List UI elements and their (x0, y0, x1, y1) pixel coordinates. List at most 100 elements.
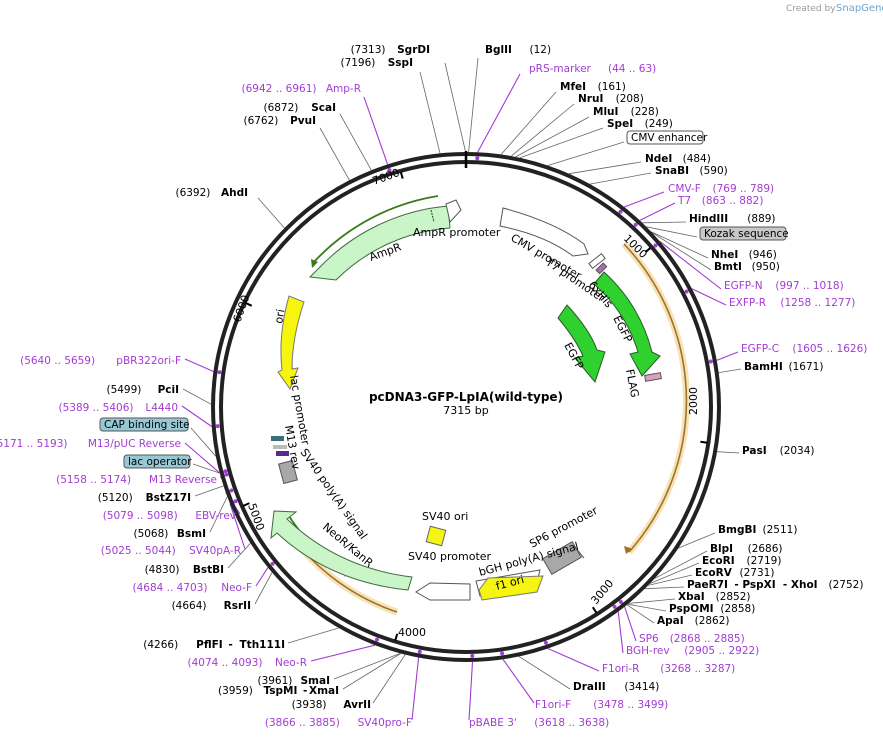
leader-egfp-n (659, 241, 722, 290)
site-name: CMV-F (668, 183, 701, 195)
site-position: (1605 .. 1626) (792, 343, 867, 355)
leader-bstz17i (194, 485, 224, 497)
feature-box-label: Kozak sequence (704, 228, 789, 240)
leader-exfp-r (691, 288, 727, 306)
site-position: (2868 .. 2885) (670, 633, 745, 645)
leader-hindiii (642, 221, 687, 224)
sv40-promoter-feature (415, 582, 471, 601)
site-name: ScaI (311, 102, 336, 114)
site-position: (484) (683, 153, 711, 165)
leader-smai (333, 653, 401, 680)
leader-pspomi (627, 603, 667, 612)
site-sep: - (228, 639, 232, 651)
site-sspi: SspI(7196) (340, 57, 413, 69)
site-name: BmgBI (718, 524, 756, 536)
site-position: (208) (616, 93, 644, 105)
site-name: BsmI (177, 528, 206, 540)
site-name: NdeI (645, 153, 672, 165)
site-position: (2858) (720, 603, 755, 615)
watermark-brand: SnapGene (836, 3, 883, 14)
leader-bmti (651, 231, 712, 271)
site-position: (4074 .. 4093) (188, 657, 263, 669)
site-bmti: BmtI(950) (714, 261, 780, 273)
primer-mark-cmv-f (618, 209, 623, 214)
leader-prs-marker (477, 73, 521, 153)
feature-box-cap-binding-site (99, 417, 189, 432)
watermark-prefix: Created by (786, 4, 836, 14)
feature-box-cmv-enhancer (626, 130, 704, 145)
label-sv40-promoter: SV40 promoter (408, 550, 492, 563)
site-mfei: MfeI(161) (560, 81, 626, 93)
site-t7: T7(863 .. 882) (677, 195, 763, 207)
leader-bsmi (209, 496, 228, 533)
site-position: (6762) (243, 115, 278, 127)
site-position: (863 .. 882) (702, 195, 764, 207)
primer-mark-neo-r (375, 637, 379, 642)
site-tspmi: XmaI-TspMI(3959) (218, 685, 339, 697)
ori-feature (277, 295, 305, 391)
leader-lines (181, 57, 742, 721)
site-position: (889) (747, 213, 775, 225)
site-name: Neo-R (275, 657, 307, 669)
primer-mark-ebv-rev (229, 488, 234, 493)
lac-promoter-mark (271, 436, 284, 441)
leader-egfp-c (716, 351, 739, 361)
leader-amp-r (363, 96, 389, 165)
site-name: Amp-R (326, 83, 361, 95)
leader-m13-puc-reverse (184, 442, 221, 474)
leader-l4440 (181, 405, 213, 427)
leader-sgrdi (444, 62, 466, 153)
leader-bglii (468, 57, 479, 153)
site-position: (3414) (624, 681, 659, 693)
ruler-tick-2000 (700, 440, 708, 444)
primer-mark-bgh-rev (612, 604, 617, 609)
ruler-tick-6000 (244, 301, 253, 307)
leader-blpi (654, 550, 708, 579)
site-kozak-sequence: Kozak sequence (699, 226, 789, 241)
site-ecorv: EcoRV(2731) (695, 567, 774, 579)
ruler-tick-3000 (591, 606, 598, 614)
feature-box-kozak-sequence (699, 226, 787, 241)
site-position: (1671) (789, 361, 824, 373)
site-name3: XhoI (791, 579, 818, 591)
site-name: PaeR7I (687, 579, 728, 591)
site-name: SnaBI (655, 165, 689, 177)
site-neo-r: Neo-R (4074 .. 4093) (188, 657, 308, 669)
site-name: F1ori-F (535, 699, 571, 711)
site-apai: ApaI(2862) (657, 615, 730, 627)
leader-ahdi (257, 197, 285, 229)
leader-spei (519, 127, 604, 159)
site-name: pRS-marker (529, 63, 592, 75)
ruler-tick-1000 (644, 246, 652, 253)
ruler-tick-7000 (399, 171, 404, 179)
site-pasi: PasI(2034) (742, 445, 815, 457)
primer-mark-f1ori-f (500, 651, 505, 656)
site-name: BGH-rev (626, 645, 670, 657)
site-smai: SmaI(3961) (257, 675, 330, 687)
site-name: SP6 (639, 633, 659, 645)
site-sv40pro-f: SV40pro-F(3866 .. 3885) (265, 717, 412, 729)
leader-pflfi (287, 627, 339, 644)
leader-rsrii (254, 572, 273, 605)
site-position: (2852) (716, 591, 751, 603)
leader-mlui (515, 116, 590, 158)
site-position: (4664) (172, 600, 207, 612)
6xhis-feature (595, 262, 608, 275)
site-egfp-c: EGFP-C(1605 .. 1626) (741, 343, 867, 355)
leader-bamhi (718, 368, 742, 373)
feature-box-label: lac operator (128, 456, 192, 468)
leader-t7 (639, 202, 676, 221)
site-position: (3478 .. 3499) (593, 699, 668, 711)
site-position: (5499) (106, 384, 141, 396)
site-cmv-enhancer: CMV enhancer (626, 130, 708, 145)
site-m13-reverse: M13 Reverse(5158 .. 5174) (56, 474, 217, 486)
site-name: pBR322ori-F (116, 355, 181, 367)
leader-f1ori-f (502, 658, 535, 704)
leader-cmv-f (624, 191, 665, 208)
site-bmgbi: BmgBI(2511) (718, 524, 797, 536)
site-position: (7196) (340, 57, 375, 69)
site-position: (590) (700, 165, 728, 177)
ampr-promoter-feature (445, 199, 462, 224)
feature-box-lac-operator (123, 454, 191, 469)
leader-kozak-sequence (646, 226, 698, 238)
